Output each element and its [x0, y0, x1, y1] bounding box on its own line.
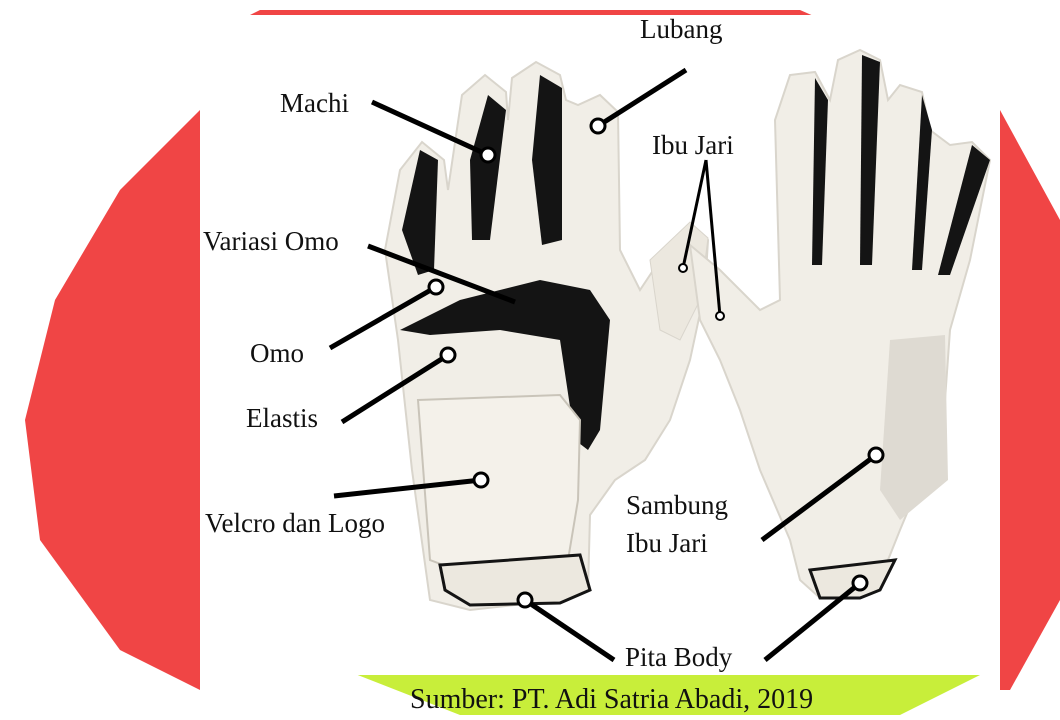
leader-dot-lubang	[591, 119, 605, 133]
label-omo: Omo	[250, 338, 304, 368]
leader-dot-omo	[429, 280, 443, 294]
left-glove-wrist-band	[440, 555, 590, 605]
label-velcro-dan-logo: Velcro dan Logo	[205, 508, 385, 538]
leader-dot-pita-body-a	[518, 593, 532, 607]
watermark-gear	[25, 110, 200, 690]
label-sambung-line1: Sambung	[626, 490, 728, 520]
leader-dot-elastis	[441, 348, 455, 362]
label-sambung-line2: Ibu Jari	[626, 528, 708, 558]
leader-dot-pita-body-b	[853, 576, 867, 590]
watermark-gear-right	[1000, 110, 1060, 690]
label-lubang: Lubang	[640, 14, 722, 44]
figure-caption: Sumber: PT. Adi Satria Abadi, 2019	[410, 684, 813, 716]
label-ibu-jari: Ibu Jari	[652, 130, 734, 160]
label-machi: Machi	[280, 88, 349, 118]
label-variasi-omo: Variasi Omo	[203, 226, 339, 256]
leader-dot-sambung	[869, 448, 883, 462]
leader-dot-ibu-jari-a	[679, 264, 687, 272]
label-pita-body: Pita Body	[625, 642, 732, 672]
leader-dot-machi	[481, 148, 495, 162]
leader-dot-velcro	[474, 473, 488, 487]
leader-dot-ibu-jari-b	[716, 312, 724, 320]
label-elastis: Elastis	[246, 403, 318, 433]
